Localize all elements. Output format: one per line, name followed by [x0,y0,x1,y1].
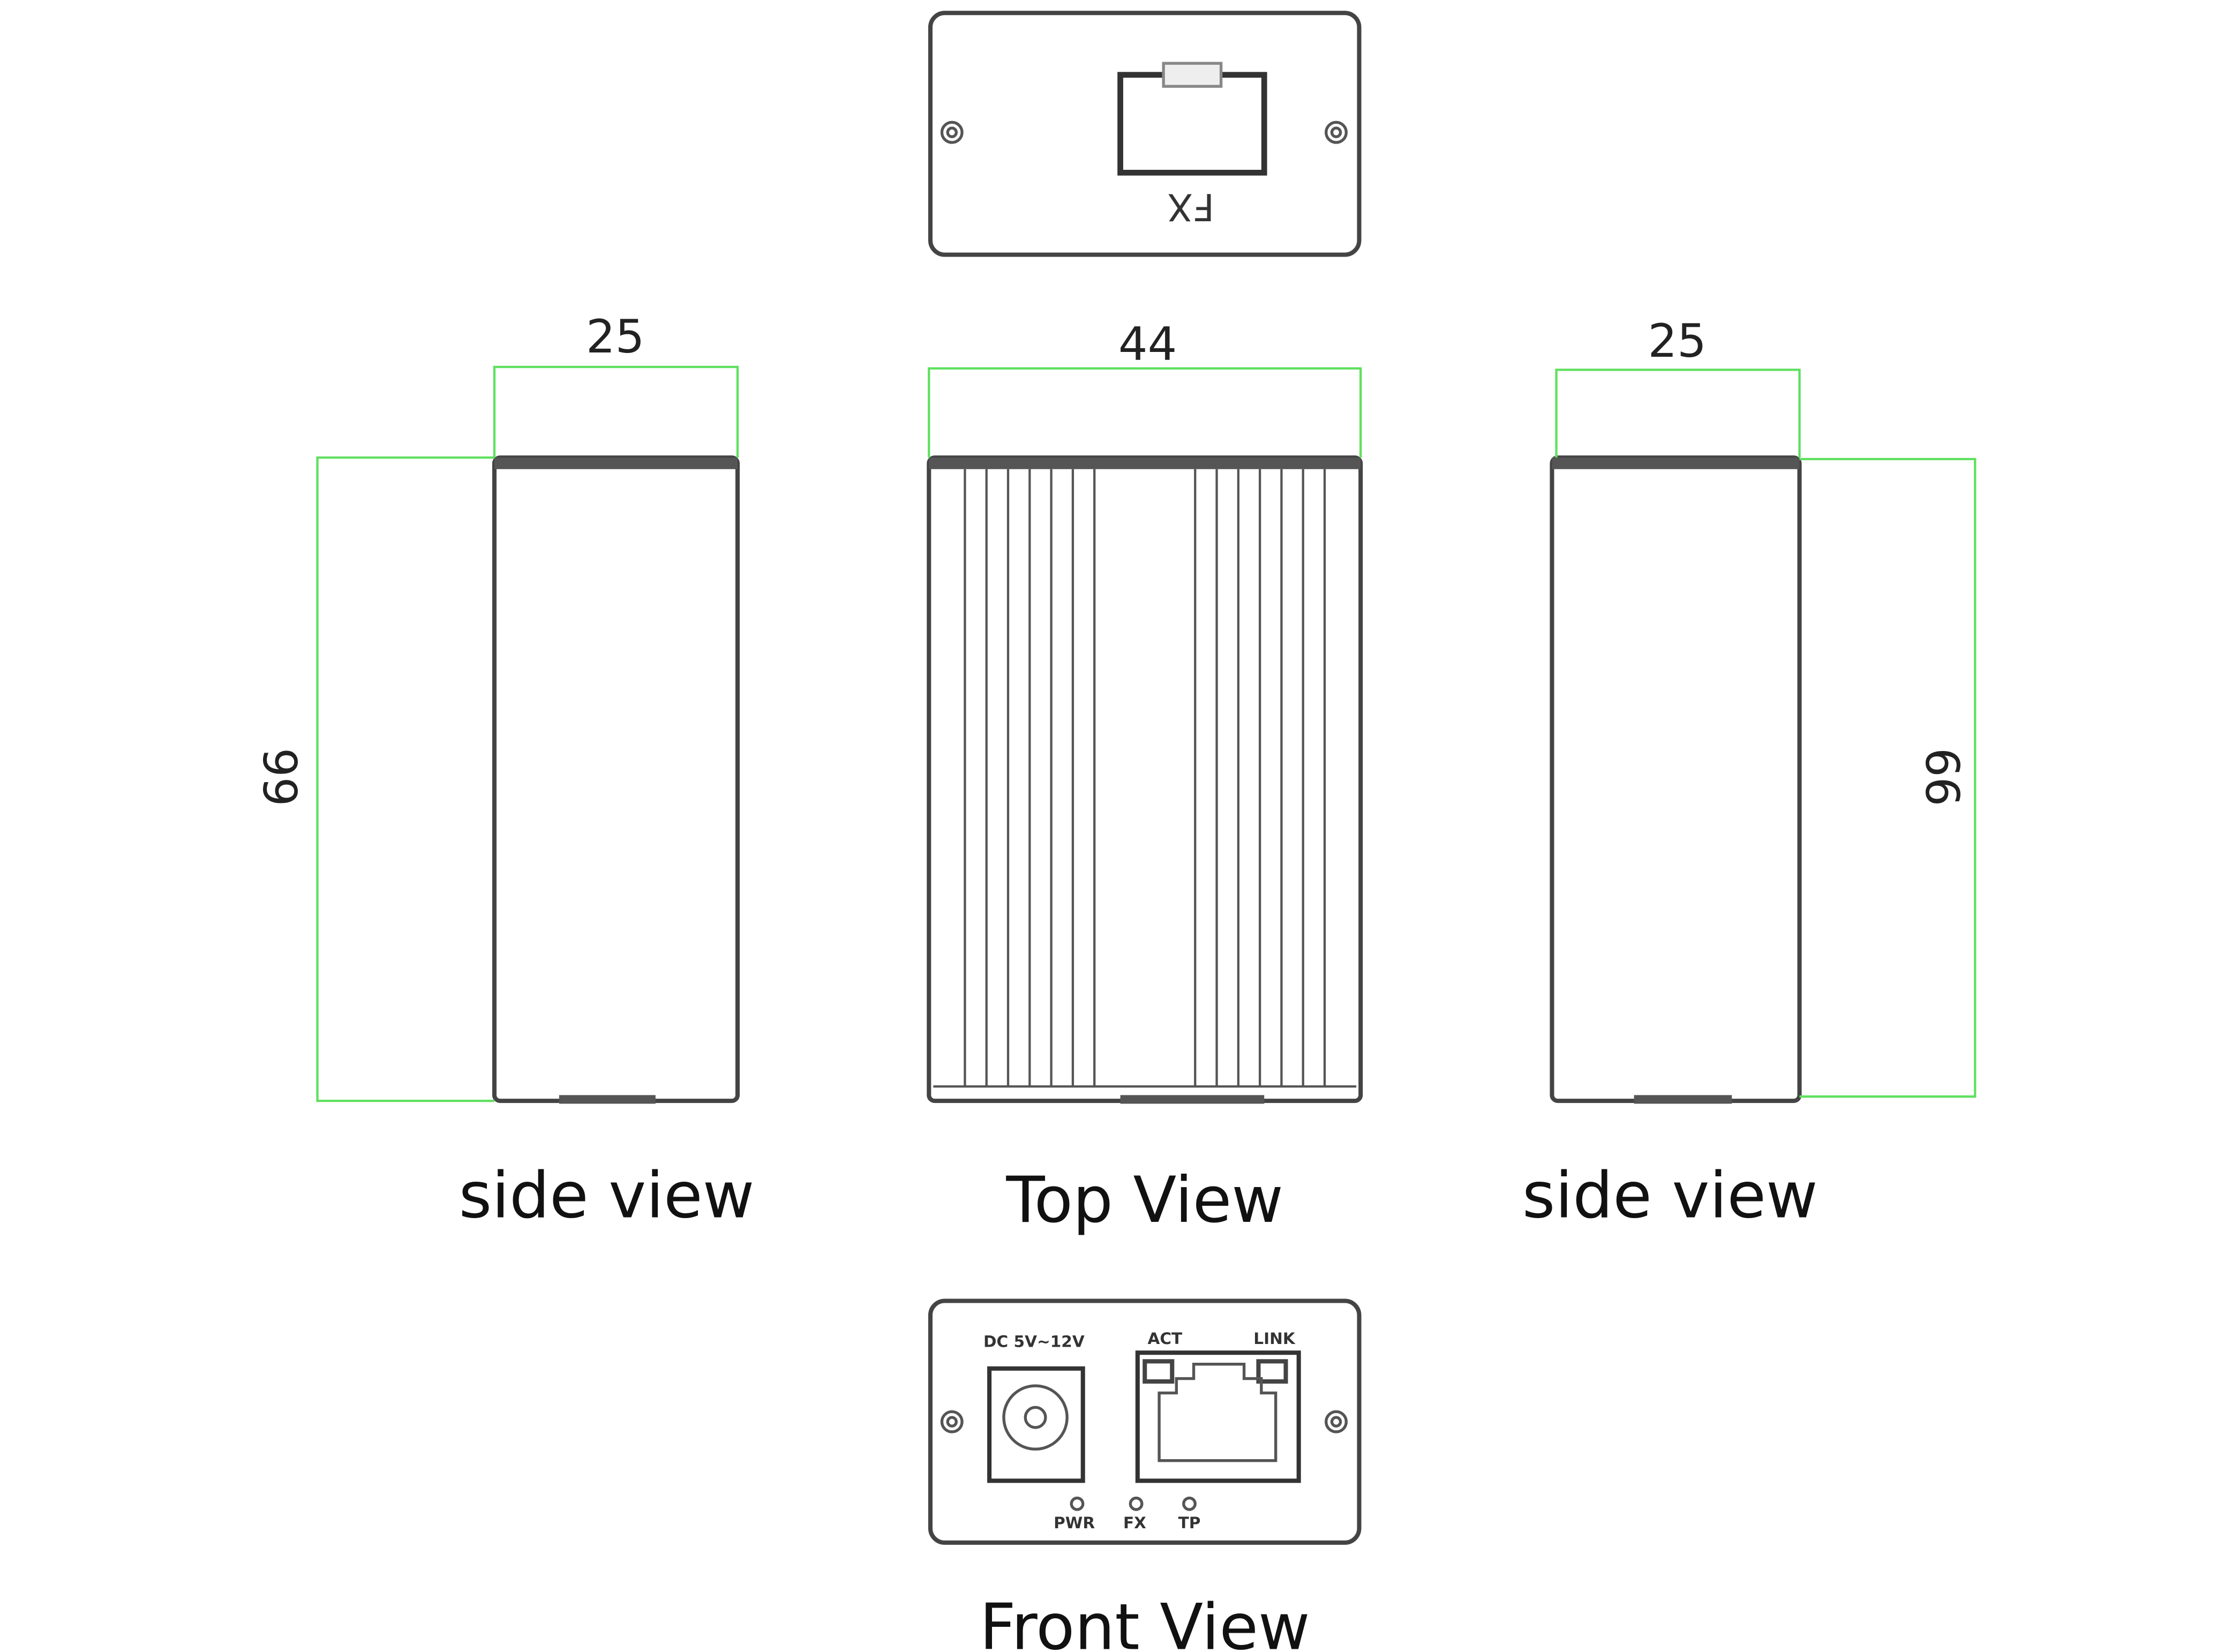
height-dimension-label: 66 [255,748,309,806]
front-panel-view: DC 5V~12V ACT LINK PWR FX TP Front View [928,1298,1362,1652]
width-dimension-line [928,367,1362,458]
act-label: ACT [1147,1330,1182,1348]
top-view: 44 Top View [927,318,1363,1237]
screw-icon [1325,121,1348,144]
width-dimension-line [493,365,739,458]
right-side-view: 25 66 side view [1522,314,1977,1233]
led-fx-label: FX [1123,1514,1146,1532]
dc-power-jack-icon [987,1366,1085,1483]
back-panel-view: FX [928,11,1362,257]
screw-icon [940,1410,964,1433]
width-dimension-label: 25 [1648,314,1707,368]
link-label: LINK [1253,1330,1296,1348]
width-dimension-line [1555,369,1801,458]
left-side-view: 25 66 side view [255,310,755,1233]
front-view-caption: Front View [980,1590,1310,1652]
led-fx-icon [1129,1496,1144,1511]
width-dimension-label: 25 [586,310,644,364]
power-input-label: DC 5V~12V [983,1332,1085,1350]
fx-port-label: FX [1167,185,1214,229]
screw-icon [1325,1410,1348,1433]
rj45-port-icon [1135,1350,1301,1483]
height-dimension-line [316,456,494,1102]
height-dimension-label: 66 [1915,748,1968,806]
left-side-caption: side view [459,1159,755,1233]
screw-icon [940,121,964,144]
right-side-caption: side view [1522,1159,1818,1233]
led-tp-icon [1182,1496,1197,1511]
width-dimension-label: 44 [1118,318,1177,371]
led-tp-label: TP [1178,1514,1201,1532]
led-pwr-icon [1070,1496,1085,1511]
led-pwr-label: PWR [1054,1514,1095,1532]
top-view-caption: Top View [1005,1163,1283,1237]
heatsink-fins [964,469,1326,1087]
height-dimension-line [1799,457,1977,1098]
fiber-port-icon [1117,62,1267,176]
